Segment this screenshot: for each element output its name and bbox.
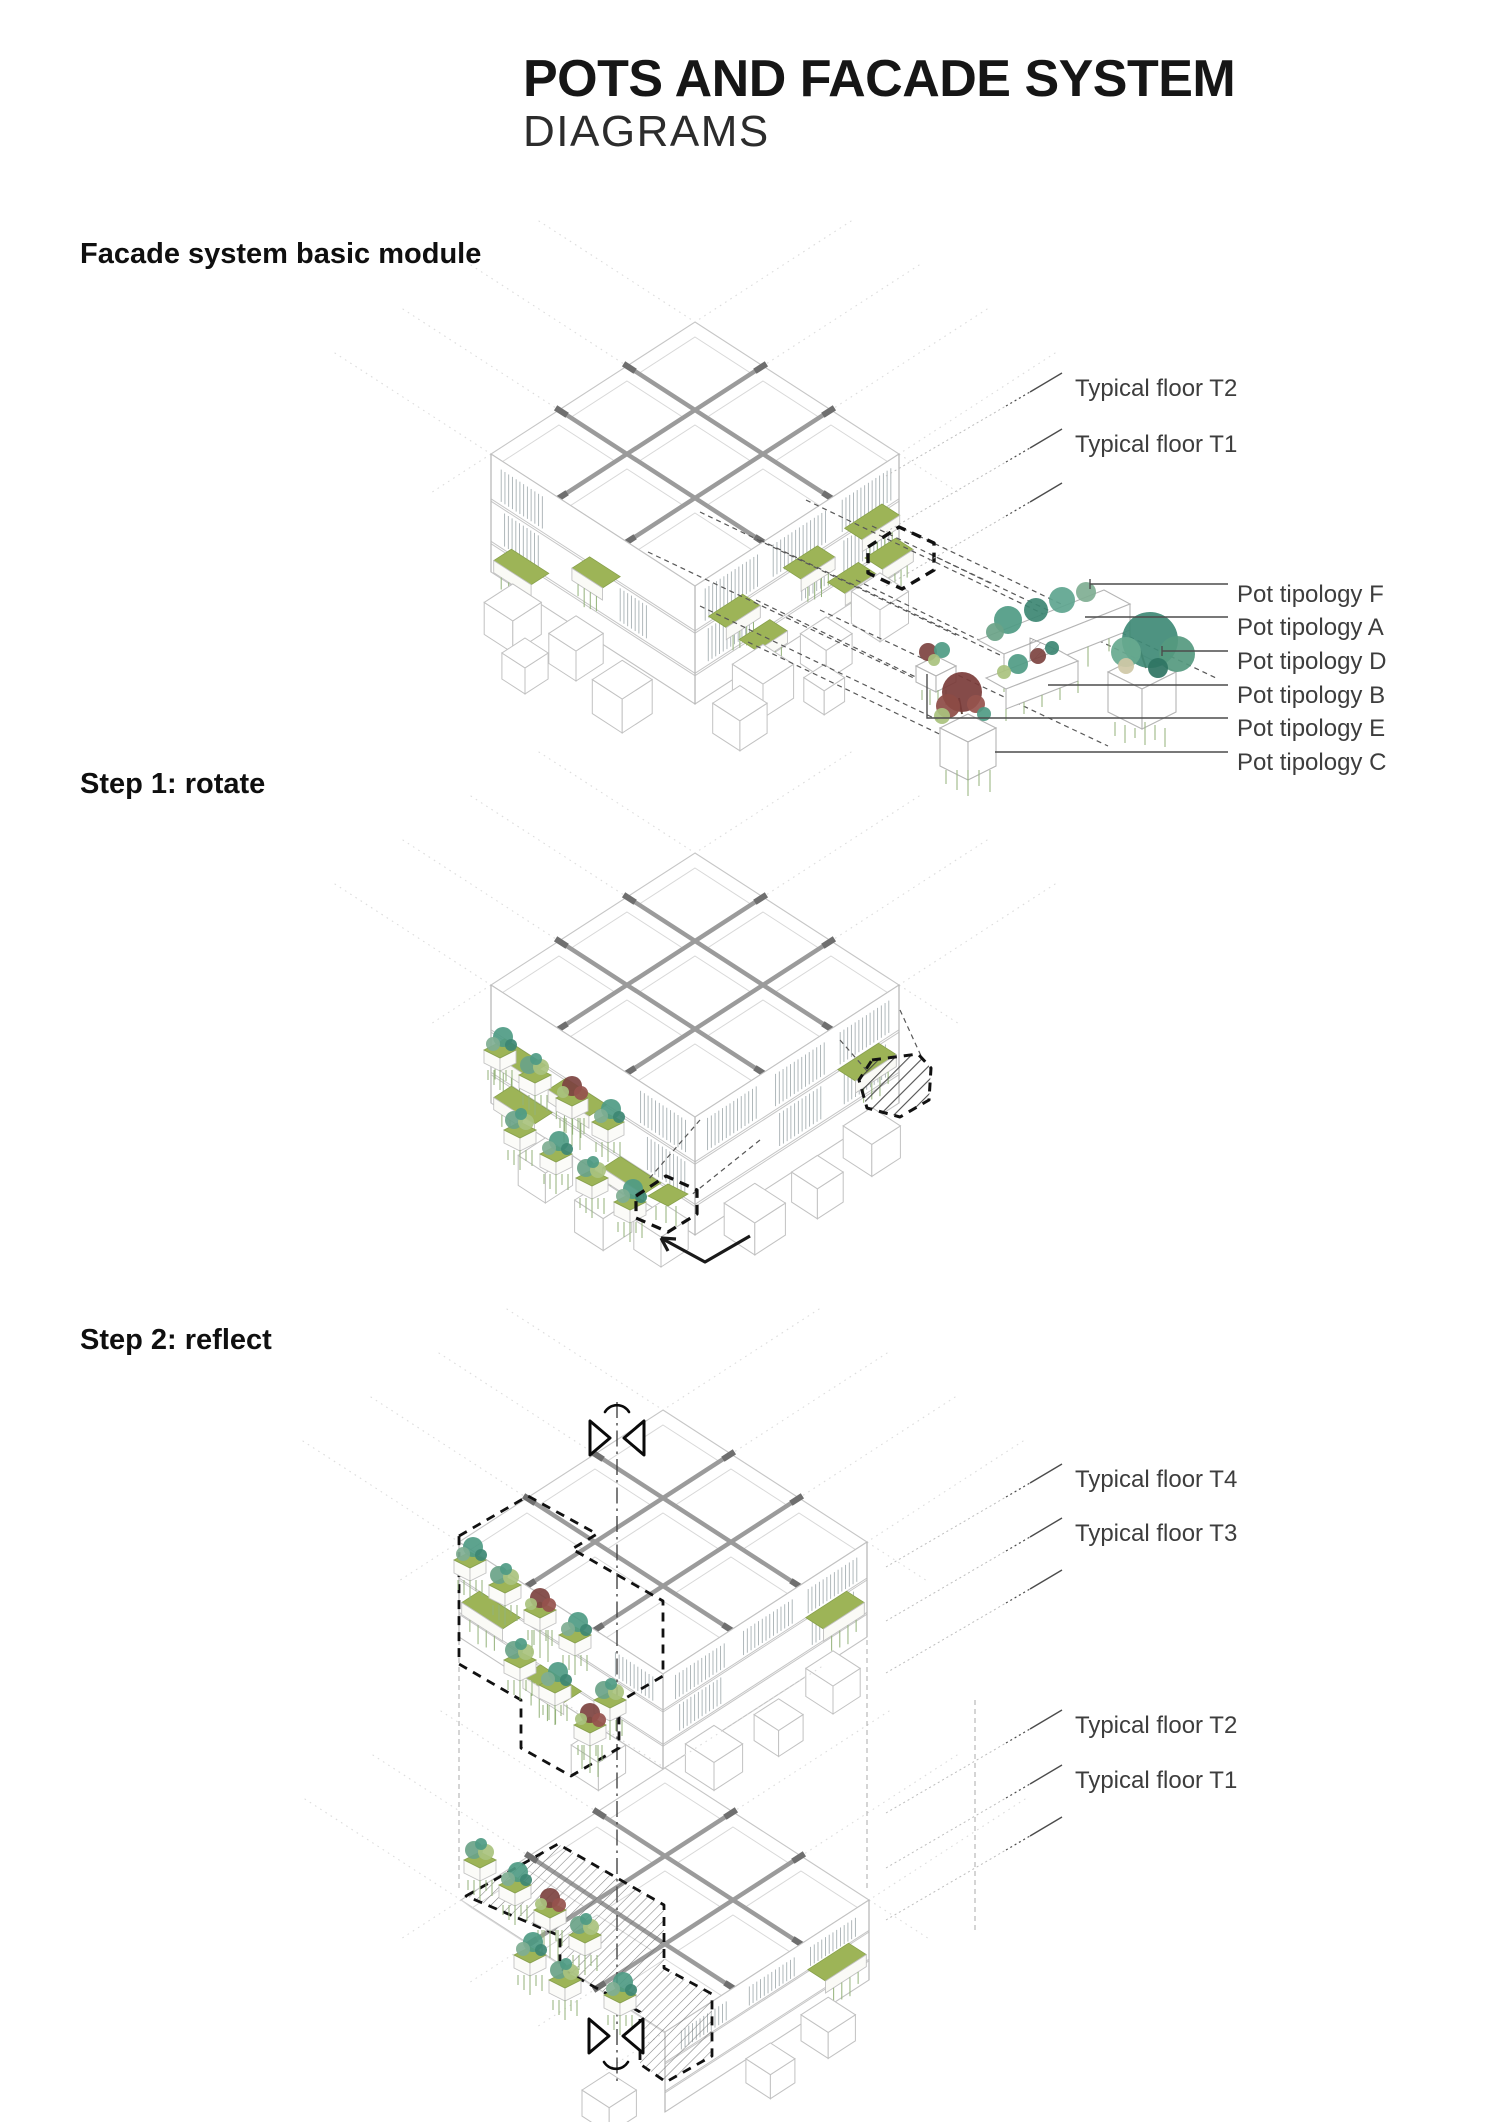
title-block: POTS AND FACADE SYSTEM DIAGRAMS — [523, 50, 1236, 156]
section-heading-step1-rotate: Step 1: rotate — [80, 768, 266, 800]
floor-label-t1-lower: Typical floor T1 — [1075, 1767, 1237, 1794]
page-subtitle: DIAGRAMS — [523, 106, 770, 156]
pot-f-highlight-dashed-outline — [866, 525, 936, 591]
pot-label-f: Pot tipology F — [1237, 581, 1384, 608]
reflection-annotations — [453, 1402, 976, 2085]
mirror-icon-bottom — [587, 2017, 645, 2071]
pot-label-c: Pot tipology C — [1237, 749, 1386, 776]
rotate-arrow-icon — [659, 1234, 751, 1264]
floor-label-t2: Typical floor T2 — [1075, 375, 1237, 402]
floor-label-t4: Typical floor T4 — [1075, 1466, 1237, 1493]
floor-leader-lines-step2 — [885, 1463, 1063, 1921]
pot-label-d: Pot tipology D — [1237, 648, 1386, 675]
page-title: POTS AND FACADE SYSTEM — [523, 50, 1236, 108]
exploded-pot-illustrations — [914, 582, 1195, 796]
pot-label-b: Pot tipology B — [1237, 682, 1385, 709]
diagram-basic-module: Typical floor T2 Typical floor T1 Pot ti… — [334, 220, 1386, 796]
floor-label-t3: Typical floor T3 — [1075, 1520, 1237, 1547]
pot-label-e: Pot tipology E — [1237, 715, 1385, 742]
module-wireframe-rotated — [334, 751, 1056, 1268]
diagram-step2-reflect: Typical floor T4 Typical floor T3 Typica… — [302, 1308, 1237, 2122]
section-heading-basic-module: Facade system basic module — [80, 238, 482, 270]
module-wireframe — [334, 220, 1056, 752]
mirror-icon-top — [588, 1403, 646, 1457]
floor-label-t2-lower: Typical floor T2 — [1075, 1712, 1237, 1739]
pot-label-a: Pot tipology A — [1237, 614, 1384, 641]
section-heading-step2-reflect: Step 2: reflect — [80, 1324, 272, 1356]
floor-label-t1: Typical floor T1 — [1075, 431, 1237, 458]
floor-leader-lines — [885, 372, 1063, 587]
rotation-annotations — [483, 1009, 933, 1264]
upper-module-wireframe — [302, 1308, 1024, 1792]
pot-leader-lines — [926, 579, 1228, 753]
diagram-step1-rotate — [334, 751, 1056, 1268]
